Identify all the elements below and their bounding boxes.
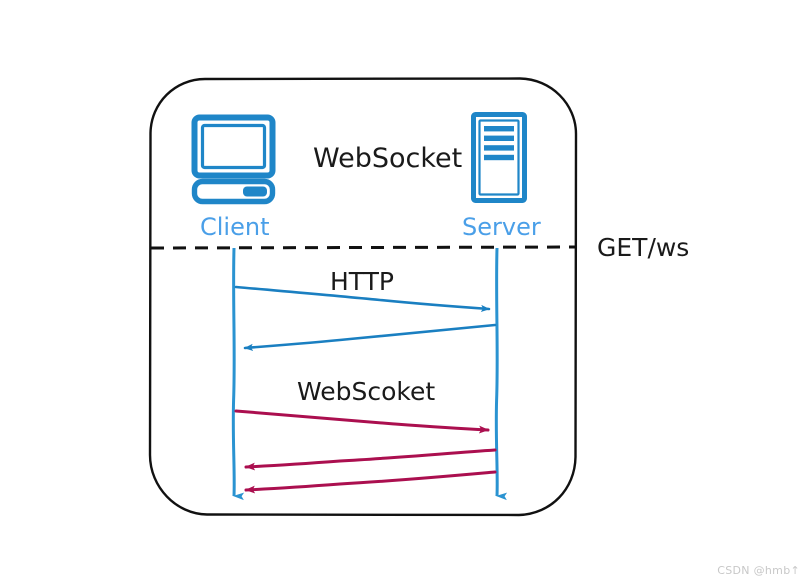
diagram-title: WebSocket	[313, 143, 462, 174]
message-ws-receive-1	[244, 448, 497, 471]
phase-label-http: HTTP	[330, 267, 394, 296]
lifeline-server	[494, 247, 508, 501]
dashed-separator	[150, 245, 576, 250]
participant-label-server: Server	[462, 213, 541, 241]
diagram-boundary	[148, 77, 578, 517]
separator-annotation: GET/ws	[597, 233, 689, 262]
lifeline-client	[231, 247, 245, 501]
csdn-watermark: CSDN @hmb↑	[717, 564, 800, 577]
server-tower-icon	[471, 112, 527, 203]
message-ws-receive-2	[244, 470, 497, 494]
message-ws-send	[234, 409, 490, 434]
message-http-response	[243, 323, 497, 351]
phase-label-websocket: WebScoket	[297, 377, 435, 406]
participant-label-client: Client	[200, 213, 269, 241]
message-http-request	[234, 285, 491, 313]
desktop-computer-icon	[191, 114, 276, 205]
